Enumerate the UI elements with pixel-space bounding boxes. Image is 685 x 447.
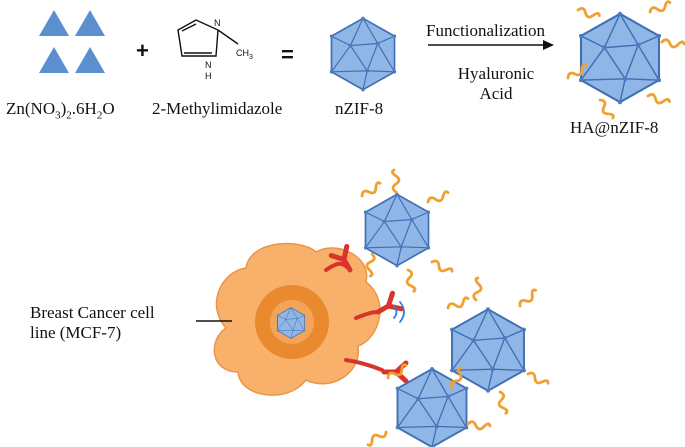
cd44-receptor-icon xyxy=(354,293,402,320)
methyl-label: CH3 xyxy=(236,48,253,61)
ha-nzif8-particle-icon xyxy=(564,0,685,122)
cd44-receptor-icon xyxy=(344,358,406,381)
imidazole-nh-label: N xyxy=(205,60,212,70)
signal-waves-icon xyxy=(393,301,405,323)
imidazole-n-label: N xyxy=(214,18,221,28)
functionalization-label: Functionalization xyxy=(426,21,545,40)
imidazole-h-label: H xyxy=(205,71,212,81)
methylimidazole-label: 2-Methylimidazole xyxy=(152,99,283,118)
ha-nzif8-label: HA@nZIF-8 xyxy=(570,118,659,137)
cell-line-label: Breast Cancer cell line (MCF-7) xyxy=(30,303,155,342)
nzif8-label: nZIF-8 xyxy=(335,99,384,118)
methylimidazole-structure-icon xyxy=(177,19,239,57)
zinc-nitrate-label: Zn(NO3)2.6H2O xyxy=(6,99,115,122)
zinc-nitrate-triangles-icon xyxy=(39,10,105,73)
hyaluronic-acid-label: Hyaluronic Acid xyxy=(457,64,535,103)
binding-nanoparticle-icon xyxy=(358,168,455,294)
nzif8-particle-icon xyxy=(328,15,398,93)
plus-operator: + xyxy=(136,38,149,63)
equals-operator: = xyxy=(281,42,294,67)
reaction-arrow-icon xyxy=(428,40,554,50)
cd44-receptor-icon xyxy=(324,246,358,274)
